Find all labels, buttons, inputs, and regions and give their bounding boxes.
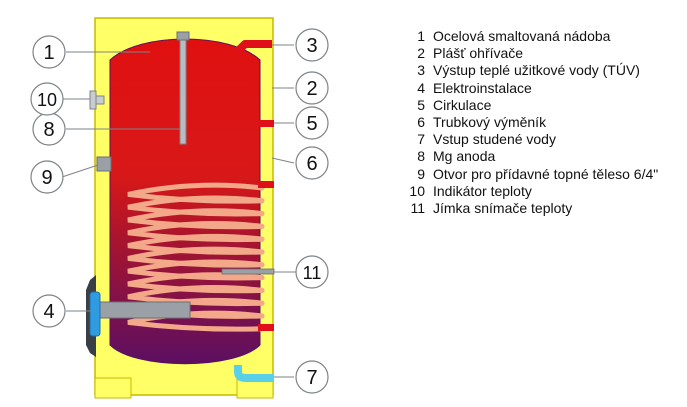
legend-item-number: 2: [417, 45, 425, 62]
legend-item-number: 8: [417, 148, 425, 165]
coil-connection-upper: [258, 181, 274, 188]
legend-item-number: 3: [417, 62, 425, 79]
callout-circle-8: 8: [32, 112, 66, 146]
legend-item-label: Otvor pro přídavné topné těleso 6/4": [433, 165, 659, 182]
coil-turn: [127, 272, 265, 294]
legend-item-number: 4: [417, 79, 425, 96]
callout-number-6: 6: [306, 153, 317, 175]
circulation-pipe: [258, 120, 274, 127]
coil-turn: [127, 310, 265, 332]
callout-number-2: 2: [306, 78, 317, 100]
callout-number-11: 11: [303, 263, 322, 283]
heater-element: [97, 301, 191, 319]
legend-item-label: Výstup teplé užitkové vody (TÚV): [433, 62, 640, 79]
callout-circle-4: 4: [32, 294, 66, 328]
callout-circle-5: 5: [295, 106, 329, 140]
legend-item-label: Trubkový výměník: [433, 114, 547, 131]
legend-item-number: 9: [417, 165, 425, 182]
legend-item-label: Jímka snímače teploty: [433, 200, 573, 217]
legend-item-label: Ocelová smaltovaná nádoba: [433, 28, 611, 44]
callout-number-10: 10: [37, 90, 57, 110]
callout-number-1: 1: [43, 42, 54, 64]
leader-lines: [61, 44, 296, 378]
heat-exchanger-coil: [127, 182, 265, 332]
callout-circle-3: 3: [295, 28, 329, 62]
heater-flange: [89, 291, 101, 337]
hot-water-outlet-pipe: [234, 40, 272, 55]
legend-item-label: Vstup studené vody: [433, 131, 556, 148]
legend-item-number: 5: [417, 96, 425, 113]
legend-item-number: 7: [417, 131, 425, 148]
coil-turn: [127, 195, 265, 217]
legend-item: 6 Trubkový výměník: [404, 114, 687, 131]
legend-item: 3 Výstup teplé užitkové vody (TÚV): [404, 62, 687, 79]
legend-item: 9 Otvor pro přídavné topné těleso 6/4": [404, 166, 687, 183]
legend-item: 4 Elektroinstalace: [404, 80, 687, 97]
mg-anode: [179, 37, 187, 145]
left-foot: [94, 377, 132, 399]
callout-circle-9: 9: [30, 160, 64, 194]
leader-line-9: [61, 164, 99, 178]
legend-item-label: Cirkulace: [433, 96, 492, 113]
parts-legend: 1 Ocelová smaltovaná nádoba 2 Plášť ohřívač…: [404, 28, 687, 217]
cold-water-inlet-pipe: [234, 365, 274, 382]
legend-item-number: 1: [417, 28, 425, 44]
legend-item: 5 Cirkulace: [404, 97, 687, 114]
temperature-indicator-stem: [95, 95, 105, 105]
coil-turn: [127, 208, 265, 230]
legend-item-label: Plášť ohřívače: [433, 45, 524, 62]
mg-anode-head: [176, 31, 190, 41]
legend-item: 7 Vstup studené vody: [404, 131, 687, 148]
legend-item: 2 Plášť ohřívače: [404, 45, 687, 62]
legend-item-label: Mg anoda: [433, 148, 496, 165]
coil-connection-lower: [258, 324, 274, 331]
callout-number-7: 7: [306, 367, 317, 389]
legend-item: 8 Mg anoda: [404, 148, 687, 165]
legend-item-number: 10: [409, 182, 425, 199]
callout-number-4: 4: [43, 301, 54, 323]
legend-item-number: 11: [410, 200, 425, 217]
callout-circle-2: 2: [295, 71, 329, 105]
coil-turn: [127, 233, 265, 255]
callout-number-8: 8: [43, 119, 54, 141]
coil-turn: [127, 221, 265, 243]
callout-number-5: 5: [306, 113, 317, 135]
callout-circle-6: 6: [295, 146, 329, 180]
legend-item-label: Elektroinstalace: [433, 79, 532, 96]
temperature-indicator: [89, 90, 97, 110]
legend-item: 10 Indikátor teploty: [404, 183, 687, 200]
coil-turn: [127, 259, 265, 281]
callout-circle-1: 1: [32, 35, 66, 69]
callout-circle-7: 7: [295, 360, 329, 394]
legend-item: 1 Ocelová smaltovaná nádoba: [404, 28, 687, 45]
callout-number-3: 3: [306, 35, 317, 57]
coil-turn: [127, 285, 265, 307]
leader-line-6: [271, 157, 295, 164]
auxiliary-heater-opening: [96, 156, 112, 172]
legend-item: 11 Jímka snímače teploty: [404, 200, 687, 217]
callout-circle-11: 11: [295, 255, 329, 289]
sensor-well: [221, 268, 275, 275]
legend-item-label: Indikátor teploty: [433, 182, 532, 199]
callout-circle-10: 10: [30, 82, 64, 116]
coil-turn: [127, 182, 265, 204]
coil-turn: [127, 246, 265, 268]
callout-number-9: 9: [41, 167, 52, 189]
legend-item-number: 6: [417, 114, 425, 131]
